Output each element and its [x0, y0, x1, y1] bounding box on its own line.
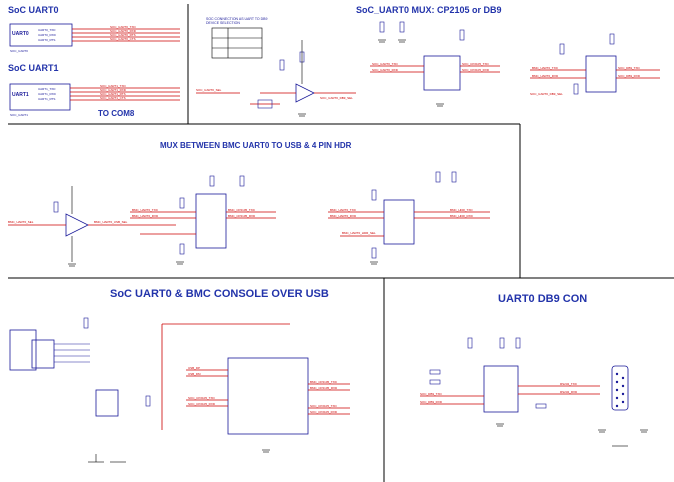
svg-text:RS232_RXD: RS232_RXD — [560, 390, 578, 394]
svg-text:SOC_UART1_RTS: SOC_UART1_RTS — [100, 92, 126, 96]
svg-text:SOC_UART0_RTS: SOC_UART0_RTS — [110, 33, 136, 37]
svg-text:BMC_CP2105_TXD: BMC_CP2105_TXD — [310, 380, 338, 384]
label-to-com8: TO COM8 — [98, 109, 135, 118]
svg-text:SOC_UART0: SOC_UART0 — [10, 49, 28, 53]
svg-text:BMC_UART0_SEL: BMC_UART0_SEL — [8, 220, 34, 224]
svg-text:UART1_TXD: UART1_TXD — [38, 87, 56, 91]
heading-db9-con: UART0 DB9 CON — [498, 293, 588, 305]
svg-text:BMC_CP2105_RXD: BMC_CP2105_RXD — [310, 386, 338, 390]
heading-soc-uart1: SoC UART1 — [8, 63, 59, 73]
svg-text:SOC_CP2105_RXD: SOC_CP2105_RXD — [188, 402, 216, 406]
svg-text:SOC_DB9_RXD: SOC_DB9_RXD — [420, 400, 443, 404]
heading-mux-bmc: MUX BETWEEN BMC UART0 TO USB & 4 PIN HDR — [160, 141, 352, 150]
svg-text:SOC_UART0_CTS: SOC_UART0_CTS — [110, 37, 136, 41]
console-usb-schematic: USB_DP USB_DM SOC_CP2105_TXD SOC_CP2105_RX… — [9, 317, 350, 463]
svg-text:SOC_CP2105_RXD: SOC_CP2105_RXD — [310, 410, 338, 414]
svg-text:BMC_CP2105_RXD: BMC_CP2105_RXD — [228, 214, 256, 218]
svg-text:SOC_CP2105_RXD: SOC_CP2105_RXD — [462, 68, 490, 72]
svg-text:BMC_UART0_TXD: BMC_UART0_TXD — [330, 208, 357, 212]
svg-text:UART1_RXD: UART1_RXD — [38, 92, 57, 96]
svg-text:UART1_RTS: UART1_RTS — [38, 97, 55, 101]
svg-text:BMC_CP2105_TXD: BMC_CP2105_TXD — [228, 208, 256, 212]
db9-mux-schematic: BMC_UART0_TXD BMC_UART0_RXD SOC_DB9_TXD SO… — [530, 33, 660, 96]
svg-text:SOC_UART0_RXD: SOC_UART0_RXD — [110, 29, 137, 33]
svg-text:SOC_UART0_RXD: SOC_UART0_RXD — [372, 68, 399, 72]
svg-text:BMC_UART0_TXD: BMC_UART0_TXD — [532, 66, 559, 70]
svg-text:UART0_RTS: UART0_RTS — [38, 38, 55, 42]
svg-text:SOC_UART1: SOC_UART1 — [10, 113, 28, 117]
svg-text:SOC_UART0_TXD: SOC_UART0_TXD — [110, 25, 136, 29]
svg-text:SOC_UART1_RXD: SOC_UART1_RXD — [100, 88, 127, 92]
svg-text:BMC_UART0_HDR_SEL: BMC_UART0_HDR_SEL — [342, 231, 376, 235]
svg-text:BMC_HDR_RXD: BMC_HDR_RXD — [450, 214, 474, 218]
svg-text:BMC_HDR_TXD: BMC_HDR_TXD — [450, 208, 473, 212]
svg-text:UART0_TXD: UART0_TXD — [38, 28, 56, 32]
svg-text:USB_DM: USB_DM — [188, 372, 201, 376]
section-dividers — [8, 4, 674, 482]
db9-con-schematic: SOC_DB9_TXD SOC_DB9_RXD RS232_TXD RS232_RX… — [420, 337, 648, 447]
selection-table: SOC CONNECTION AS UART TO DB9 DEVICE SEL… — [206, 17, 267, 59]
svg-text:SOC_UART1_CTS: SOC_UART1_CTS — [100, 96, 126, 100]
svg-text:SOC_UART0_DB9_SEL: SOC_UART0_DB9_SEL — [320, 96, 353, 100]
mux-bmc-schematic: BMC_UART0_TXD BMC_UART0_RXD BMC_CP2105_TX… — [8, 171, 490, 267]
svg-text:SOC_UART0_SEL: SOC_UART0_SEL — [196, 88, 222, 92]
svg-text:BMC_UART0_RXD: BMC_UART0_RXD — [532, 74, 559, 78]
svg-text:SOC_CP2105_TXD: SOC_CP2105_TXD — [188, 396, 216, 400]
svg-text:SOC_UART0_TXD: SOC_UART0_TXD — [372, 62, 398, 66]
heading-console-usb: SoC UART0 & BMC CONSOLE OVER USB — [110, 288, 329, 300]
svg-text:BMC_UART0_RXD: BMC_UART0_RXD — [132, 214, 159, 218]
svg-text:RS232_TXD: RS232_TXD — [560, 382, 578, 386]
svg-text:SOC_UART1_TXD: SOC_UART1_TXD — [100, 84, 126, 88]
uart1-block-label: UART1 — [12, 92, 29, 98]
svg-text:SOC_CP2105_TXD: SOC_CP2105_TXD — [462, 62, 490, 66]
svg-text:SOC_DB9_TXD: SOC_DB9_TXD — [618, 66, 641, 70]
svg-text:DEVICE SELECTION: DEVICE SELECTION — [206, 21, 240, 25]
heading-mux-cp2105: SoC_UART0 MUX: CP2105 or DB9 — [356, 5, 502, 15]
svg-text:BMC_UART0_TXD: BMC_UART0_TXD — [132, 208, 159, 212]
svg-text:SOC CONNECTION AS UART TO DB9: SOC CONNECTION AS UART TO DB9 — [206, 17, 267, 21]
svg-text:SOC_DB9_TXD: SOC_DB9_TXD — [420, 392, 443, 396]
svg-text:SOC_CP2105_TXD: SOC_CP2105_TXD — [310, 404, 338, 408]
svg-text:BMC_UART0_RXD: BMC_UART0_RXD — [330, 214, 357, 218]
svg-text:USB_DP: USB_DP — [188, 366, 200, 370]
svg-text:SOC_UART0_DB9_SEL: SOC_UART0_DB9_SEL — [530, 92, 563, 96]
svg-text:BMC_UART0_USB_SEL: BMC_UART0_USB_SEL — [94, 220, 128, 224]
uart0-block-label: UART0 — [12, 31, 29, 37]
svg-text:SOC_DB9_RXD: SOC_DB9_RXD — [618, 74, 641, 78]
svg-text:UART0_RXD: UART0_RXD — [38, 33, 57, 37]
heading-soc-uart0: SoC UART0 — [8, 5, 59, 15]
mux-cp2105-schematic: SOC CONNECTION AS UART TO DB9 DEVICE SEL… — [196, 17, 500, 117]
